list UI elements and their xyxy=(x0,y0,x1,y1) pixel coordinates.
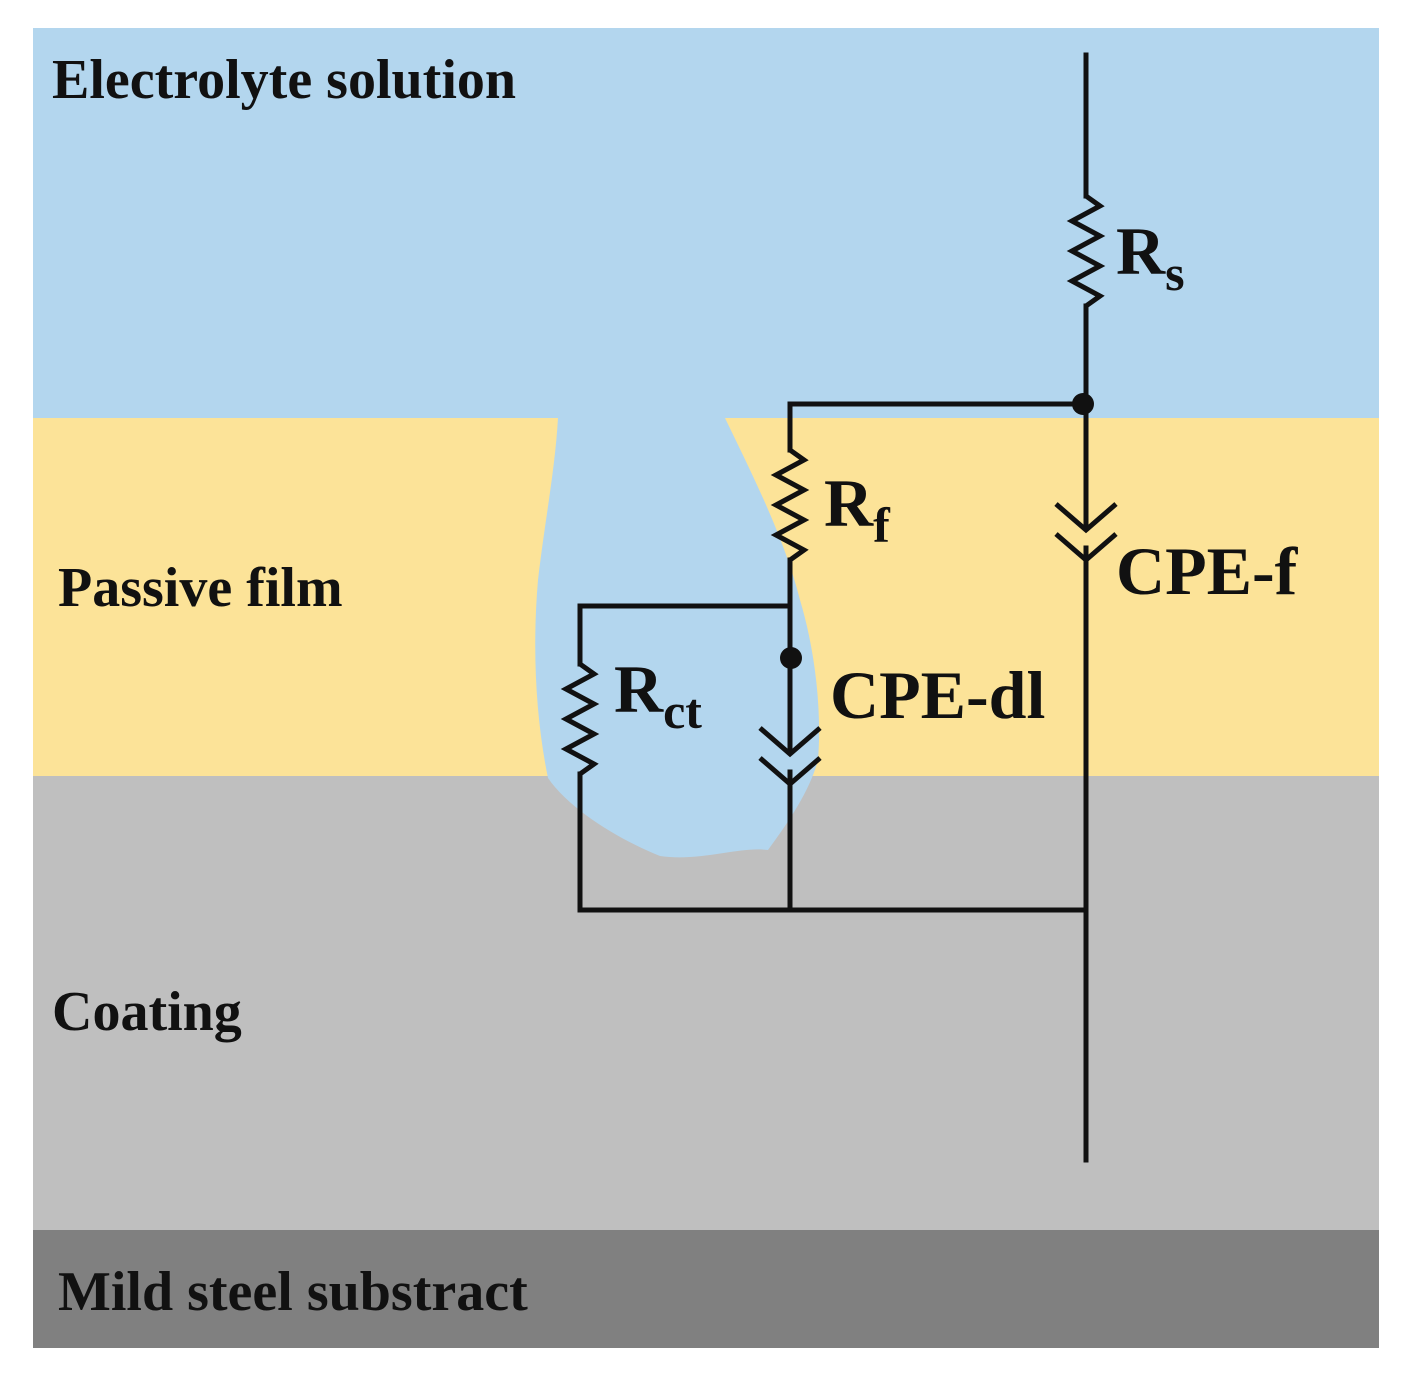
pore-defect xyxy=(535,418,820,858)
coating-label: Coating xyxy=(52,981,242,1043)
electrolyte-layer xyxy=(33,28,1379,420)
rs-resistor xyxy=(1066,193,1106,309)
substrate-layer xyxy=(33,1230,1379,1348)
cpe-f-chevron-1 xyxy=(1054,502,1118,534)
rs-label-base: R xyxy=(1116,213,1166,289)
passive-film-label: Passive film xyxy=(58,557,343,619)
electrolyte-label: Electrolyte solution xyxy=(52,49,516,111)
cpe-f-label: CPE-f xyxy=(1116,533,1299,609)
rf-label-sub: f xyxy=(873,497,891,553)
rs-label-sub: s xyxy=(1165,245,1184,301)
rf-label: Rf xyxy=(824,465,891,553)
rf-label-base: R xyxy=(824,465,874,541)
cpe-dl-label: CPE-dl xyxy=(830,657,1045,733)
rct-label-base: R xyxy=(614,651,664,727)
rct-label: Rct xyxy=(614,651,702,739)
cpe-dl-chevron-1 xyxy=(758,726,822,758)
rf-resistor xyxy=(770,447,810,563)
rct-label-sub: ct xyxy=(663,683,702,739)
substrate-label: Mild steel substract xyxy=(58,1261,528,1323)
rs-label: Rs xyxy=(1116,213,1185,301)
rct-resistor xyxy=(560,661,600,777)
